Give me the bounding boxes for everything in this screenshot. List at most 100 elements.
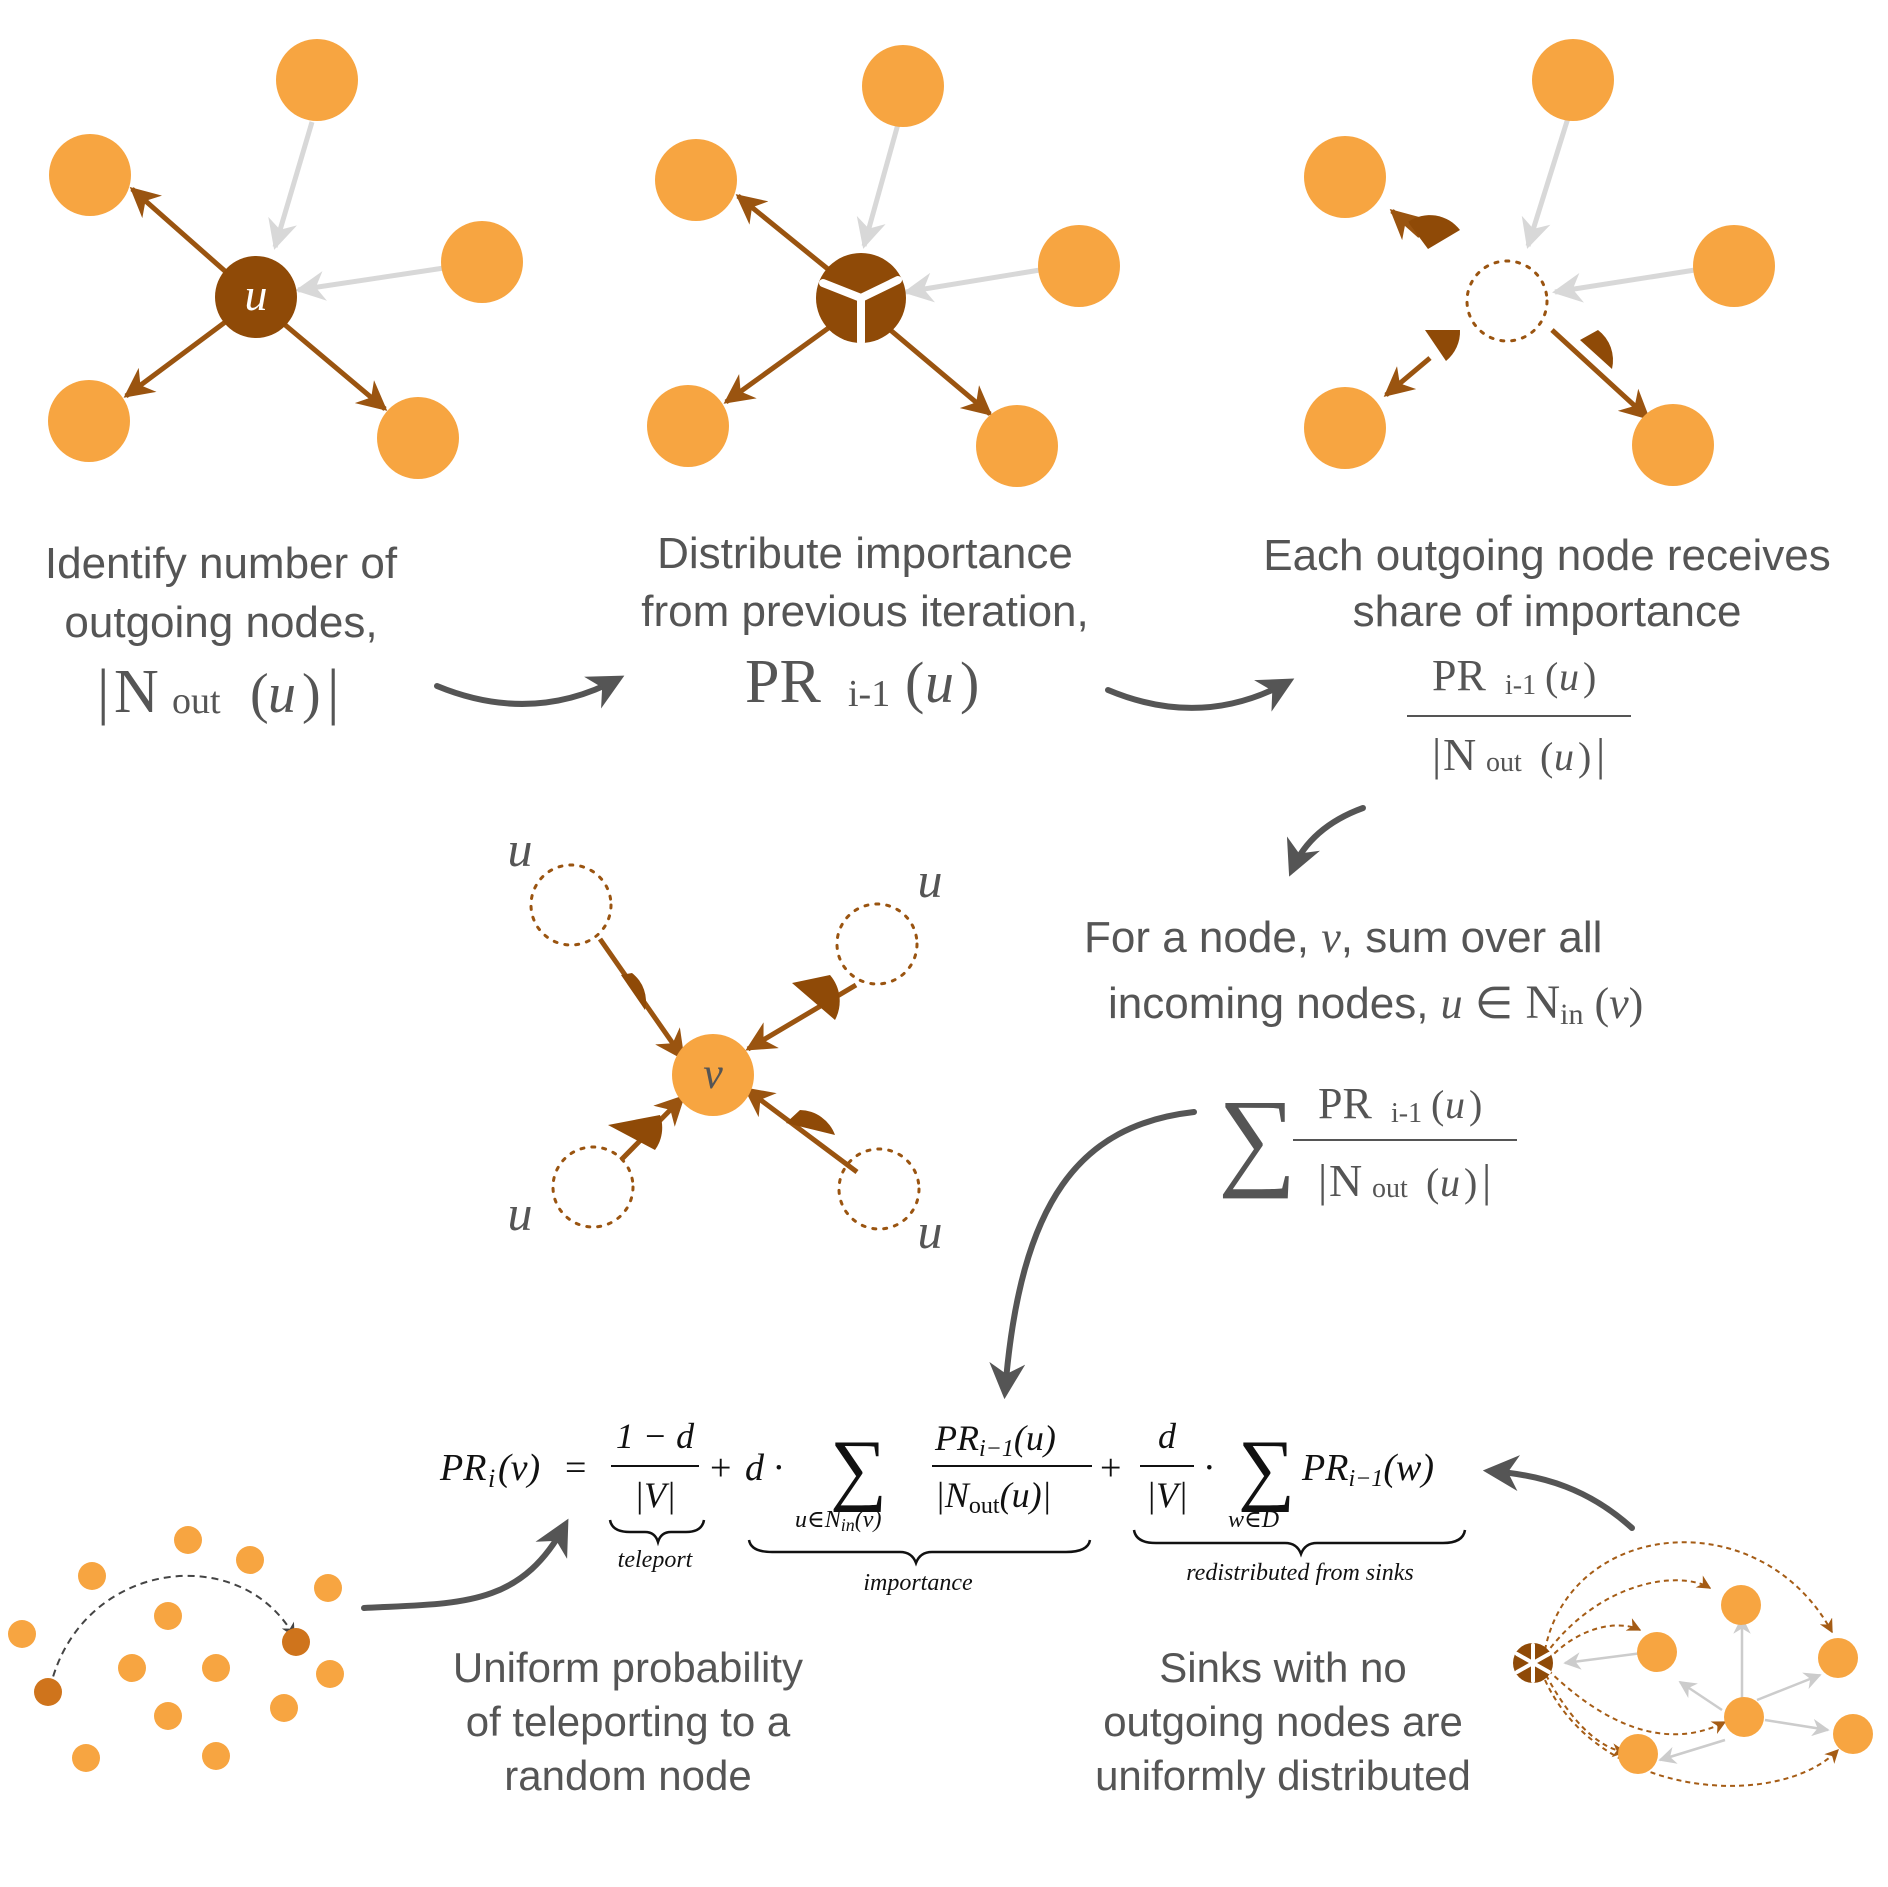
sub-out: out: [1372, 1173, 1408, 1204]
outgoing-edge: [723, 321, 836, 405]
step2-line1: Distribute importance: [657, 529, 1073, 578]
step3-fraction: PR i-1 ( u ) | N out ( u ) |: [1407, 651, 1631, 780]
importance-share: [1580, 330, 1614, 369]
eq-plus: +: [1100, 1447, 1121, 1489]
step1-math: | N out ( u ) |: [97, 658, 339, 726]
PR: PR: [745, 648, 821, 716]
sigma: ∑: [1218, 1077, 1296, 1199]
scatter-node: [8, 1620, 36, 1648]
node-u-empty: [837, 1147, 921, 1231]
incoming-edge: [856, 123, 901, 249]
var-u: u: [1440, 1160, 1460, 1205]
sinks-caption: Sinks with no outgoing nodes are uniform…: [1095, 1644, 1471, 1799]
importance-share: [621, 973, 647, 1010]
incoming-edge: [903, 267, 1041, 303]
eq-equals: =: [565, 1447, 586, 1489]
step3-graph: [1304, 39, 1775, 486]
scatter-node: [316, 1660, 344, 1688]
graph-node: [976, 405, 1058, 487]
sum-formula: ∑ PR i-1 ( u ) | N out ( u ) |: [1218, 1077, 1517, 1206]
sink-graph-node: [1618, 1734, 1658, 1774]
eq-dot: ·: [1203, 1447, 1216, 1489]
paren-open: (: [1540, 734, 1553, 779]
importance-share: [786, 1110, 835, 1135]
step3-line2: share of importance: [1353, 587, 1742, 636]
flow-arrow-3-4: [1286, 805, 1366, 877]
sub-out: out: [172, 680, 221, 722]
step2-caption: Distribute importance from previous iter…: [641, 529, 1089, 716]
sub-prev: i-1: [848, 673, 890, 715]
scatter-node: [72, 1744, 100, 1772]
brace-importance: [747, 1539, 1092, 1567]
step1-line2: outgoing nodes,: [64, 598, 377, 647]
step4-graph: v u u u u: [508, 821, 943, 1259]
flow-arrows: [361, 675, 1635, 1611]
sink-graph-node: [1818, 1638, 1858, 1678]
abs-bar: |: [97, 658, 109, 726]
scatter-node: [202, 1654, 230, 1682]
graph-node: [441, 221, 523, 303]
paren-open: (: [1545, 654, 1558, 699]
graph-node: [1693, 225, 1775, 307]
outgoing-edge: [123, 317, 230, 399]
sub-prev: i-1: [1505, 670, 1536, 701]
step1-graph: u: [48, 39, 523, 479]
paren-close: ): [1464, 1160, 1477, 1205]
teleport-jump: [49, 1574, 295, 1689]
importance-share: [608, 1115, 663, 1150]
scatter-node: [314, 1574, 342, 1602]
eq-sum-sigma: ∑: [1238, 1425, 1295, 1513]
paren-close: ): [960, 650, 979, 715]
scatter-node: [154, 1602, 182, 1630]
graph-node: [862, 45, 944, 127]
outgoing-edge: [735, 194, 836, 276]
paren-open: (: [905, 650, 924, 715]
eq-plus: +: [710, 1447, 731, 1489]
sub-out: out: [1486, 747, 1522, 778]
node-u-empty: [835, 902, 919, 986]
teleport-caption: Uniform probability of teleporting to a …: [453, 1644, 803, 1799]
node-u-label: u: [918, 852, 943, 908]
node-u-empty: [529, 863, 613, 947]
node-u-label: u: [918, 1203, 943, 1259]
eq-sum-sub: u∈Nin(v): [795, 1507, 881, 1535]
PR: PR: [1432, 651, 1486, 700]
scatter-node: [118, 1654, 146, 1682]
scatter-node: [270, 1694, 298, 1722]
brace-label-sinks: redistributed from sinks: [1186, 1560, 1414, 1586]
eq-sum-sub: w∈D: [1228, 1507, 1279, 1533]
paren-close: ): [1469, 1082, 1482, 1127]
scatter-node: [202, 1742, 230, 1770]
incoming-edge: [1552, 267, 1696, 303]
scatter-node: [154, 1702, 182, 1730]
eq-sink-den: |V|: [1146, 1475, 1188, 1515]
eq-lhs-PR: PR: [439, 1447, 486, 1489]
teleport-line2: of teleporting to a: [466, 1698, 791, 1745]
var-u: u: [1559, 654, 1579, 699]
graph-node: [49, 134, 131, 216]
step2-math: PR i-1 ( u ): [745, 648, 979, 716]
sinks-line1: Sinks with no: [1159, 1644, 1406, 1691]
sub-prev: i-1: [1391, 1098, 1422, 1129]
importance-share: [1425, 330, 1461, 361]
graph-node: [377, 397, 459, 479]
graph-node: [1038, 225, 1120, 307]
var-u: u: [1445, 1082, 1465, 1127]
step1-line1: Identify number of: [45, 539, 398, 588]
flow-arrow-sinks: [1482, 1455, 1635, 1531]
outgoing-edge: [282, 322, 388, 411]
graph-node: [647, 385, 729, 467]
scatter-node: [236, 1546, 264, 1574]
eq-sink-num: d: [1158, 1416, 1177, 1456]
sink-split-lines: [1515, 1643, 1551, 1683]
step3-caption: Each outgoing node receives share of imp…: [1263, 531, 1831, 780]
graph-node: [655, 139, 737, 221]
outgoing-edge: [886, 326, 993, 416]
brace-label-teleport: teleport: [618, 1547, 694, 1573]
eq-last-term: PRi−1(w): [1301, 1447, 1434, 1492]
node-u-label: u: [508, 821, 533, 877]
flow-arrow-sum-equation: [989, 1109, 1197, 1400]
outgoing-edge: [1383, 356, 1432, 397]
scatter-node: [78, 1562, 106, 1590]
split-lines: [819, 276, 902, 346]
